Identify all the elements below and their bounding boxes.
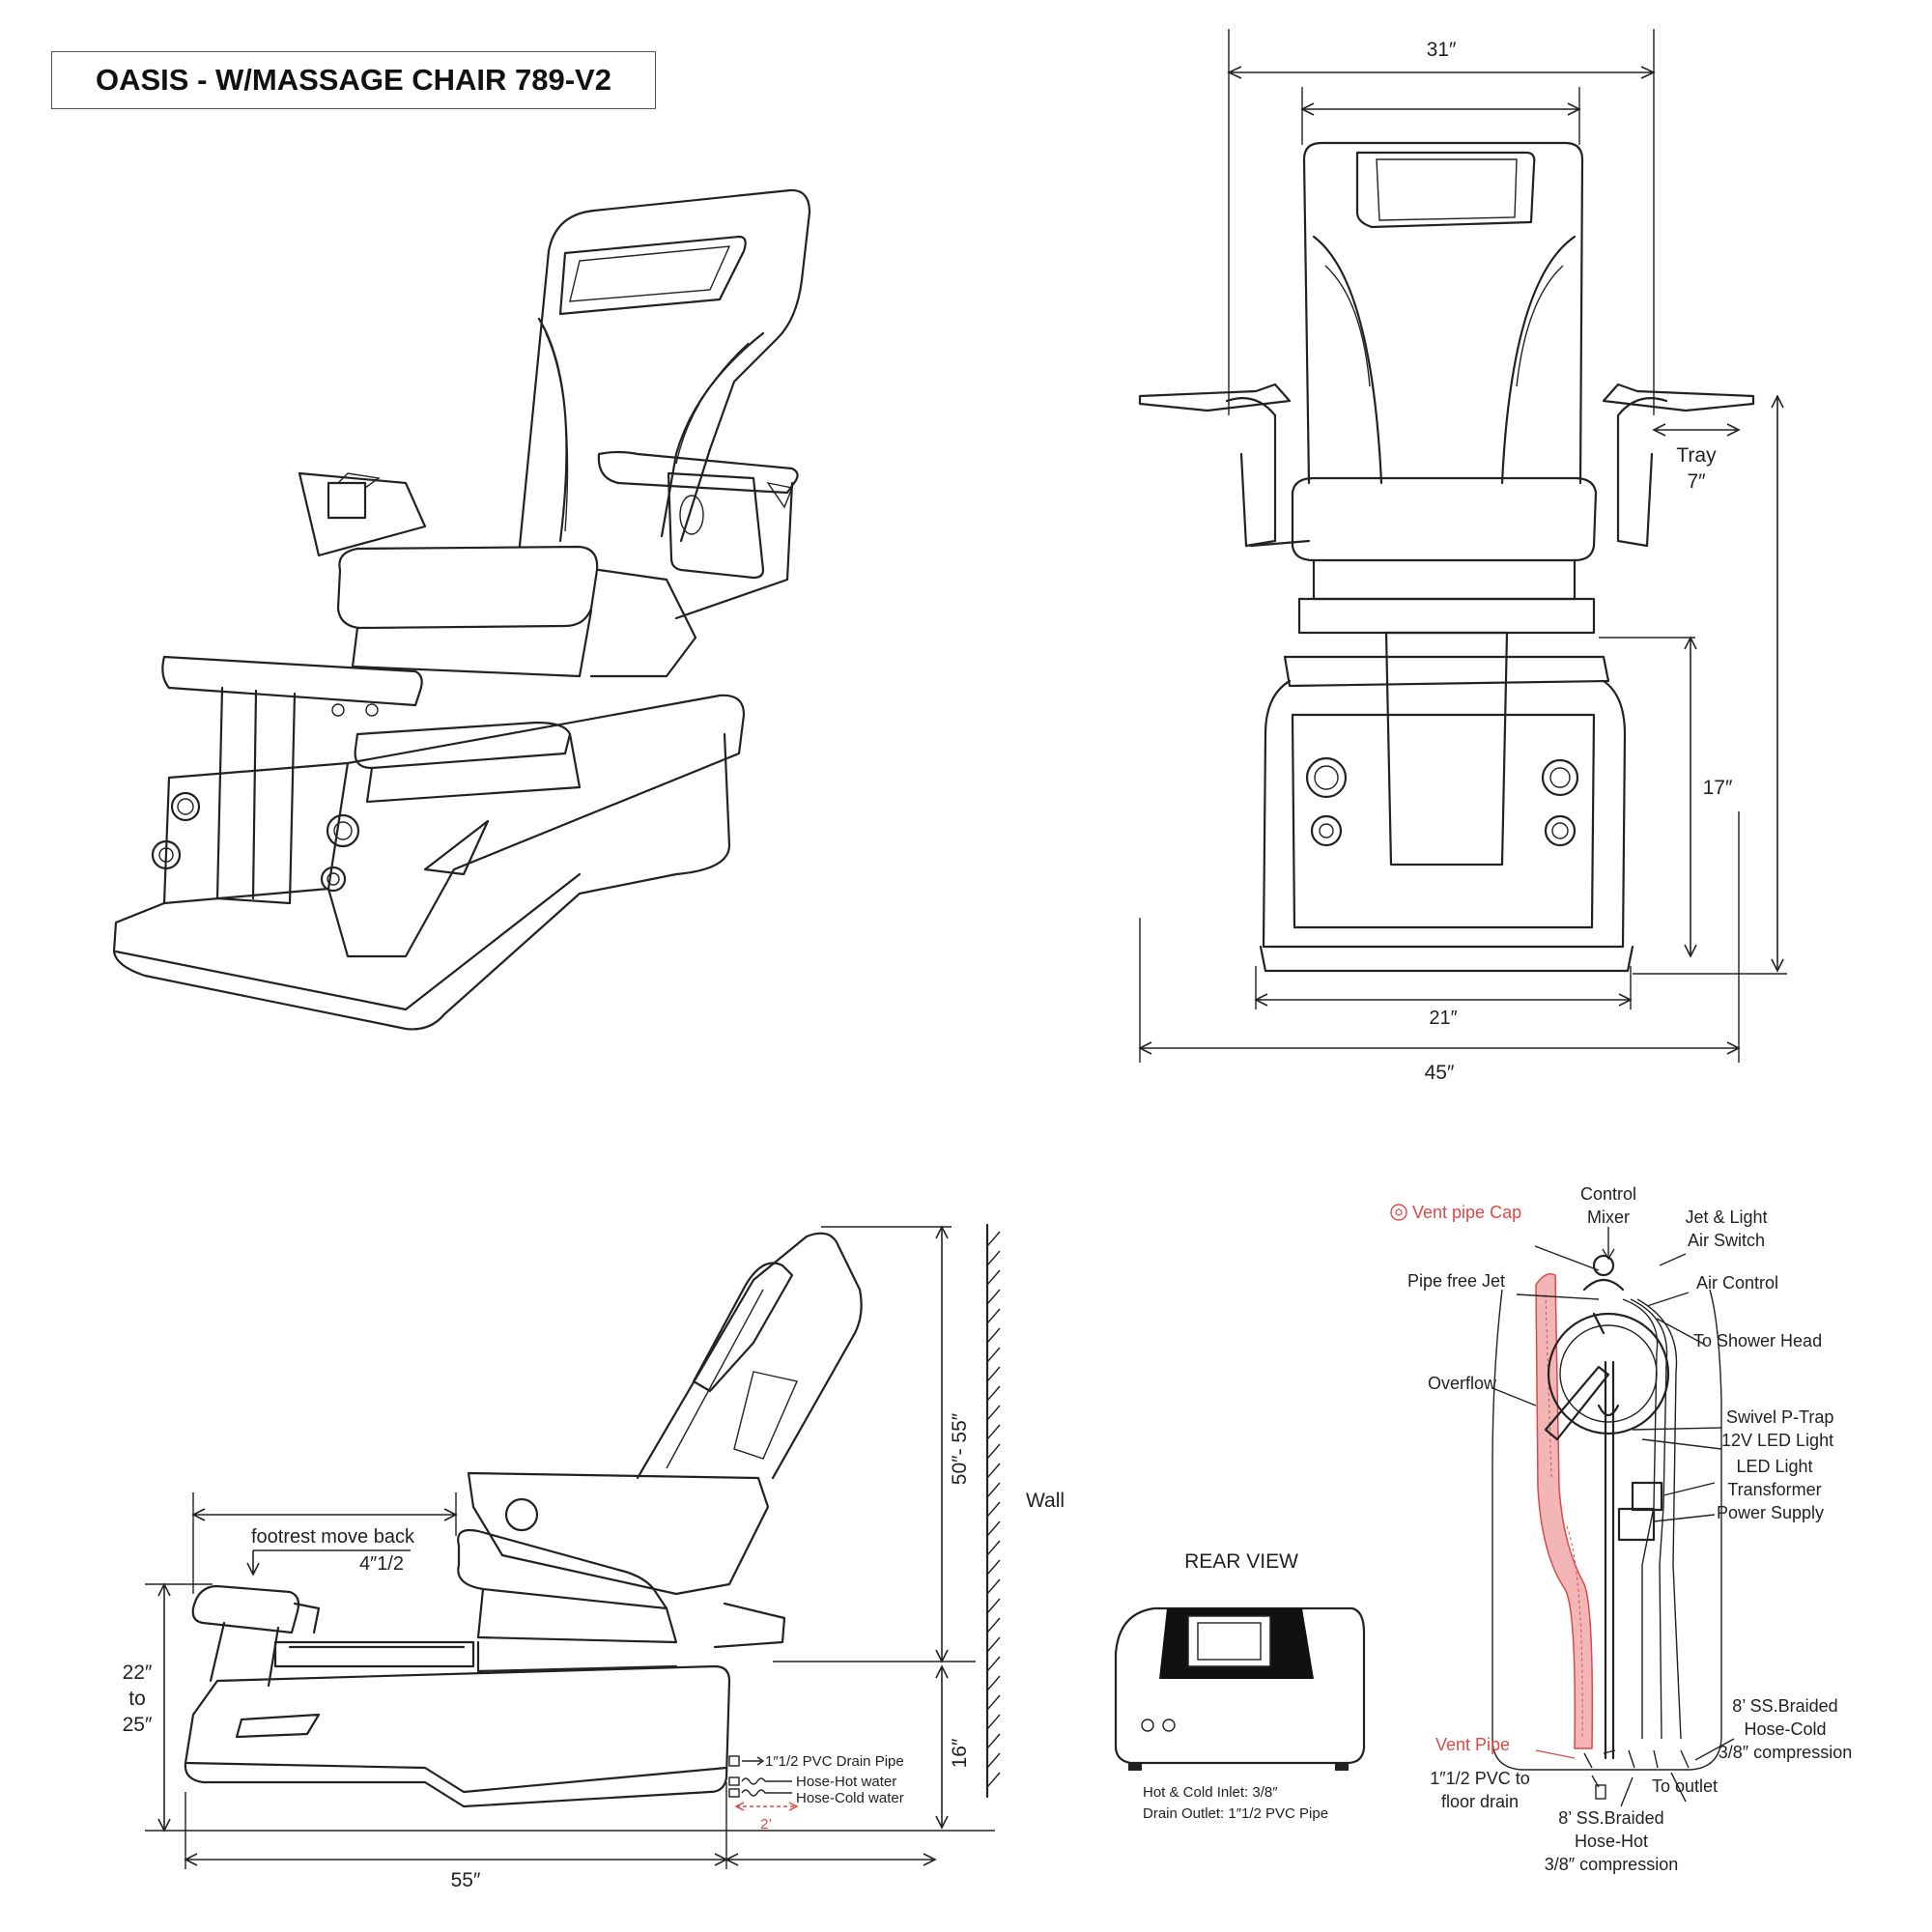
dim-footrest-height-max: 25″	[123, 1714, 153, 1736]
transformer-label-1: LED Light	[1736, 1457, 1812, 1476]
jet-light-label-2: Air Switch	[1688, 1231, 1765, 1250]
dim-tray-label: Tray	[1676, 444, 1717, 467]
dim-total-height: 50″- 55″	[949, 1412, 971, 1485]
rear-view: REAR VIEW Hot & Cold Inlet: 3/8″ Drain O…	[1114, 1550, 1366, 1822]
pvc-drain-label-2: floor drain	[1441, 1792, 1519, 1811]
dim-footrest-height-to: to	[128, 1688, 146, 1710]
ptrap-label: Swivel P-Trap	[1726, 1407, 1833, 1427]
diagram-title: OASIS - W/MASSAGE CHAIR 789-V2	[51, 51, 656, 109]
rear-drain-label: Drain Outlet: 1″1/2 PVC Pipe	[1143, 1805, 1328, 1822]
dim-basin-height: 17″	[1703, 777, 1733, 799]
hose-cold-label-3: 3/8″ compression	[1719, 1743, 1852, 1762]
pipe-free-jet-label: Pipe free Jet	[1407, 1271, 1505, 1291]
footrest-value: 4″1/2	[359, 1553, 404, 1575]
dim-seat-height: 16″	[949, 1738, 971, 1768]
hose-hot-label-2: Hose-Hot	[1575, 1832, 1648, 1851]
hose-cold-label-2: Hose-Cold	[1744, 1719, 1826, 1739]
control-mixer-label-1: Control	[1580, 1184, 1636, 1204]
to-outlet-label: To outlet	[1652, 1776, 1718, 1796]
hose-hot-label-1: 8’ SS.Braided	[1558, 1808, 1663, 1828]
transformer-label-2: Transformer	[1727, 1480, 1821, 1499]
vent-cap-label: Vent pipe Cap	[1412, 1203, 1521, 1222]
led-label: 12V LED Light	[1721, 1431, 1833, 1450]
hose-cold-label-1: 8’ SS.Braided	[1732, 1696, 1837, 1716]
shower-head-label: To Shower Head	[1693, 1331, 1822, 1350]
vent-pipe-label: Vent Pipe	[1435, 1735, 1510, 1754]
dim-length: 55″	[451, 1869, 481, 1891]
drain-pipe-label: 1″1/2 PVC Drain Pipe	[765, 1753, 904, 1770]
power-supply-label: Power Supply	[1717, 1503, 1824, 1522]
dim-overall-width: 45″	[1425, 1062, 1455, 1084]
air-control-label: Air Control	[1696, 1273, 1778, 1293]
front-view-dimensions: 31″ Tray 7″ 17″ 21″ 45″	[1138, 29, 1787, 1084]
clearance-label: 2’	[760, 1816, 772, 1833]
jet-light-label-1: Jet & Light	[1685, 1208, 1767, 1227]
control-mixer-label-2: Mixer	[1587, 1208, 1630, 1227]
rear-inlet-label: Hot & Cold Inlet: 3/8″	[1143, 1784, 1278, 1801]
isometric-chair	[112, 188, 811, 1031]
hose-hot-label-3: 3/8″ compression	[1545, 1855, 1678, 1874]
hose-hot-label: Hose-Hot water	[796, 1774, 896, 1790]
side-view-dimensions: Wall footrest move back 4″1/2 50″- 55″ 1…	[123, 1223, 1065, 1891]
rear-view-title: REAR VIEW	[1184, 1550, 1298, 1573]
plumbing-diagram: Vent pipe Cap Control Mixer Jet & Light …	[1390, 1184, 1852, 1874]
dim-base-width: 21″	[1429, 1008, 1457, 1029]
hose-cold-label: Hose-Cold water	[796, 1790, 904, 1806]
pvc-drain-label-1: 1″1/2 PVC to	[1430, 1769, 1529, 1788]
dim-footrest-height-min: 22″	[123, 1662, 153, 1684]
side-view-chair	[184, 1232, 863, 1808]
footrest-label: footrest move back	[251, 1526, 415, 1548]
overflow-label: Overflow	[1428, 1374, 1497, 1393]
dim-tray-size: 7″	[1687, 470, 1706, 493]
wall-label: Wall	[1026, 1490, 1065, 1512]
dim-chair-width: 31″	[1427, 39, 1457, 61]
front-view-chair	[1138, 141, 1755, 973]
